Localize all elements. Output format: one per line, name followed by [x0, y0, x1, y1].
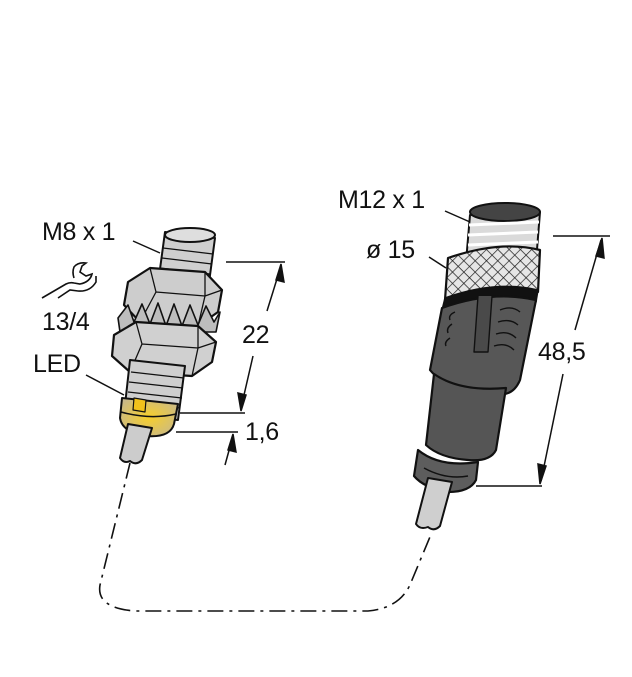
- cable-line: [98, 462, 433, 612]
- m8-thread-label: M8 x 1: [42, 218, 116, 246]
- m8-sensor: [110, 227, 224, 465]
- leader-lines-left: [85, 240, 161, 396]
- leader-lines-right: [428, 210, 471, 269]
- dimension-48-5: [476, 235, 610, 487]
- m12-thread-label: M12 x 1: [338, 186, 425, 214]
- led-indicator: [132, 397, 147, 413]
- dimension-22: [180, 261, 285, 414]
- dimension-1-6: [176, 431, 238, 466]
- m12-connector: [412, 202, 542, 531]
- wrench-size-label: 13/4: [42, 308, 90, 336]
- wrench-icon: [41, 262, 97, 299]
- dimension-48-5-label: 48,5: [538, 338, 586, 366]
- dimension-1-6-label: 1,6: [245, 418, 279, 446]
- diameter-label: ø 15: [366, 236, 415, 264]
- dimension-22-label: 22: [242, 321, 270, 349]
- led-label: LED: [33, 350, 81, 378]
